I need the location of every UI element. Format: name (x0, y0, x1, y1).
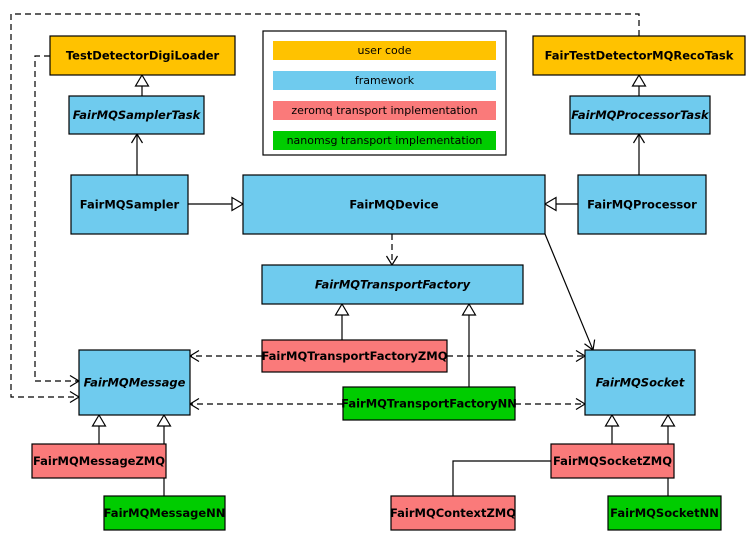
class-node-FairMQProcessor[interactable]: FairMQProcessor (577, 174, 707, 235)
class-box[interactable] (70, 174, 189, 235)
class-box[interactable] (103, 495, 226, 531)
class-box[interactable] (584, 349, 696, 416)
class-node-FairMQProcessorTask[interactable]: FairMQProcessorTask (569, 95, 711, 135)
class-node-FairMQSampler[interactable]: FairMQSampler (70, 174, 189, 235)
edge-FairMQSamplerTask-to-TestDetectorDigiLoader (134, 73, 150, 96)
generalization-arrowhead (134, 73, 150, 87)
class-node-FairMQSocketZMQ[interactable]: FairMQSocketZMQ (550, 443, 675, 479)
class-name-label: FairMQSamplerTask (73, 108, 202, 122)
class-name-label: FairTestDetectorMQRecoTask (545, 49, 734, 63)
edge-FairMQProcessor-to-FairMQDevice (543, 196, 578, 212)
class-box[interactable] (390, 495, 516, 531)
class-box[interactable] (31, 443, 167, 479)
class-node-FairMQSocket[interactable]: FairMQSocket (584, 349, 696, 416)
class-box[interactable] (78, 349, 191, 416)
class-name-label: FairMQSampler (80, 198, 180, 212)
class-box[interactable] (607, 495, 722, 531)
legend-swatch (273, 131, 496, 150)
class-name-label: FairMQTransportFactoryZMQ (261, 349, 447, 363)
legend-label: user code (357, 44, 411, 57)
edge-FairMQProcessorTask-to-FairTestDetectorMQRecoTask (631, 73, 647, 96)
edge-FairMQSampler-to-FairMQDevice (188, 196, 245, 212)
legend-swatch (273, 71, 496, 90)
class-name-label: FairMQContextZMQ (390, 506, 516, 520)
class-box[interactable] (261, 264, 524, 305)
nodes-layer: TestDetectorDigiLoader FairTestDetectorMQ… (31, 35, 746, 531)
edge-FairMQMessageZMQ-to-FairMQMessage (91, 413, 107, 444)
class-name-label: FairMQTransportFactoryNN (341, 397, 517, 411)
legend-item-zeromq-transport-implementation: zeromq transport implementation (273, 101, 496, 120)
class-name-label: FairMQProcessorTask (571, 108, 710, 122)
class-node-FairMQContextZMQ[interactable]: FairMQContextZMQ (390, 495, 516, 531)
legend-swatch (273, 101, 496, 120)
generalization-arrowhead (156, 413, 172, 427)
class-name-label: FairMQMessageZMQ (33, 454, 165, 468)
edge-line (34, 55, 78, 382)
legend-panel: user code framework zeromq transport imple… (262, 30, 507, 156)
edge-FairMQTransportFactoryNN-to-FairMQTransportFactory (461, 302, 477, 387)
class-node-FairMQTransportFactory[interactable]: FairMQTransportFactory (261, 264, 524, 305)
legend-label: zeromq transport implementation (291, 104, 477, 117)
edge-FairMQTransportFactoryZMQ-to-FairMQTransportFactory (334, 302, 350, 340)
class-name-label: FairMQSocket (596, 376, 685, 390)
generalization-arrowhead (461, 302, 477, 316)
generalization-arrowhead (334, 302, 350, 316)
generalization-arrowhead (604, 413, 620, 427)
class-node-TestDetectorDigiLoader[interactable]: TestDetectorDigiLoader (49, 35, 236, 76)
class-node-FairMQSocketNN[interactable]: FairMQSocketNN (607, 495, 722, 531)
class-box[interactable] (577, 174, 707, 235)
class-box[interactable] (242, 174, 546, 235)
class-node-FairMQSamplerTask[interactable]: FairMQSamplerTask (68, 95, 205, 135)
class-name-label: TestDetectorDigiLoader (66, 49, 220, 63)
class-node-FairMQMessageNN[interactable]: FairMQMessageNN (103, 495, 226, 531)
class-node-FairMQMessage[interactable]: FairMQMessage (78, 349, 191, 416)
generalization-arrowhead (231, 196, 245, 212)
class-name-label: FairMQTransportFactory (315, 278, 471, 292)
legend-label: nanomsg transport implementation (287, 134, 483, 147)
class-name-label: FairMQSocketZMQ (553, 454, 672, 468)
legend-item-user-code: user code (273, 41, 496, 60)
class-box[interactable] (532, 35, 746, 76)
generalization-arrowhead (543, 196, 557, 212)
class-box[interactable] (342, 386, 516, 421)
legend-item-framework: framework (273, 71, 496, 90)
class-node-FairMQTransportFactoryNN[interactable]: FairMQTransportFactoryNN (341, 386, 517, 421)
class-box[interactable] (569, 95, 711, 135)
class-box[interactable] (68, 95, 205, 135)
class-name-label: FairMQDevice (349, 198, 438, 212)
class-name-label: FairMQMessage (84, 376, 186, 390)
class-node-FairMQTransportFactoryZMQ[interactable]: FairMQTransportFactoryZMQ (261, 339, 448, 373)
edge-line (452, 460, 551, 496)
edge-line (10, 13, 640, 398)
class-name-label: FairMQMessageNN (104, 506, 226, 520)
class-node-FairMQDevice[interactable]: FairMQDevice (242, 174, 546, 235)
class-box[interactable] (261, 339, 448, 373)
generalization-arrowhead (631, 73, 647, 87)
legend-swatch (273, 41, 496, 60)
generalization-arrowhead (91, 413, 107, 427)
edge-line (544, 233, 594, 350)
edge-FairMQSocketZMQ-to-FairMQSocket (604, 413, 620, 444)
class-node-FairTestDetectorMQRecoTask[interactable]: FairTestDetectorMQRecoTask (532, 35, 746, 76)
class-box[interactable] (550, 443, 675, 479)
legend-item-nanomsg-transport-implementation: nanomsg transport implementation (273, 131, 496, 150)
class-name-label: FairMQProcessor (587, 198, 697, 212)
legend-label: framework (355, 74, 415, 87)
class-node-FairMQMessageZMQ[interactable]: FairMQMessageZMQ (31, 443, 167, 479)
class-box[interactable] (49, 35, 236, 76)
class-name-label: FairMQSocketNN (610, 506, 719, 520)
generalization-arrowhead (660, 413, 676, 427)
